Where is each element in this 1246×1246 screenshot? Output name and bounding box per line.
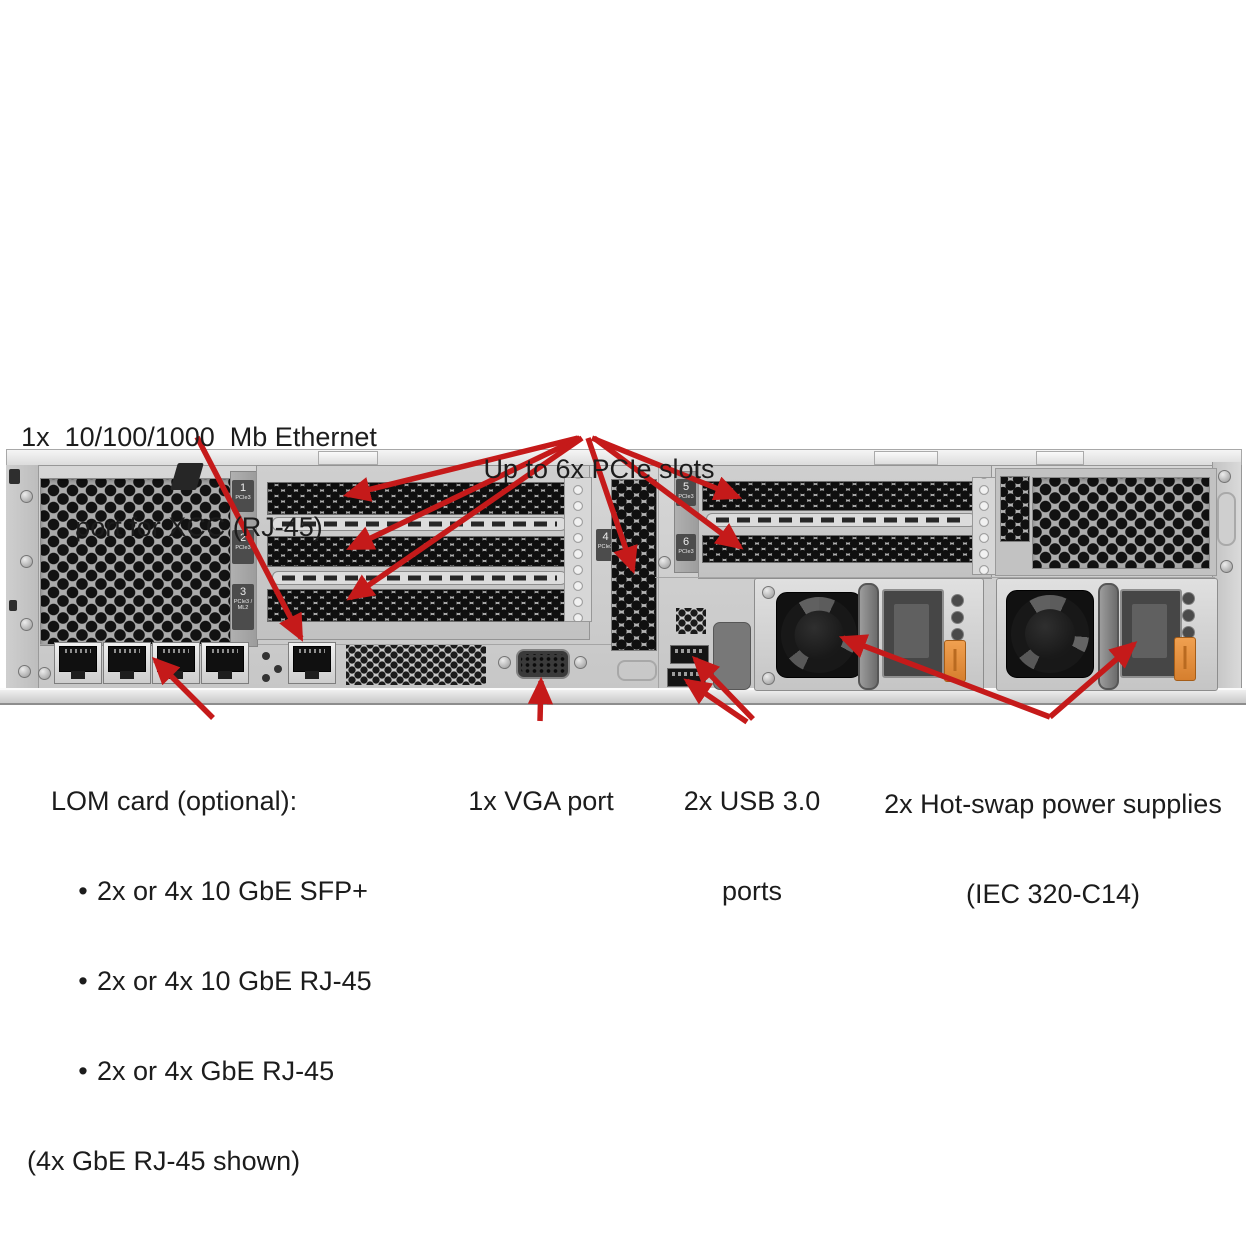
indicator-dot: [274, 665, 282, 673]
rj45-cavity: [206, 646, 244, 679]
cable-retainer: [713, 622, 751, 690]
vent-dot-cluster: [676, 608, 706, 634]
psu2-led: [1182, 609, 1195, 622]
panel-seam: [40, 644, 655, 645]
rj45-cavity: [59, 646, 97, 679]
callout-pcie-text: Up to 6x PCIe slots: [483, 454, 715, 484]
pcie-slot5-opening: [702, 481, 980, 511]
callout-usb-label: 2x USB 3.0 ports: [652, 726, 852, 966]
vent-dot-cluster: [346, 645, 486, 685]
lom-rj45-port-1: [54, 642, 102, 684]
psu1-fan: [776, 592, 862, 678]
rail-nub: [9, 600, 17, 611]
lom-rj45-port-3: [152, 642, 200, 684]
psu2-led: [1182, 592, 1195, 605]
lom-item: • 2x or 4x 10 GbE RJ-45: [27, 966, 427, 996]
usb3-port-1: [670, 645, 709, 664]
riser2-bracket: [972, 477, 996, 575]
rj45-cavity: [108, 646, 146, 679]
lom-item-text: 2x or 4x 10 GbE SFP+: [97, 876, 368, 906]
right-vent-grille: [1032, 477, 1210, 569]
screw: [498, 656, 511, 669]
callout-pcie-label: Up to 6x PCIe slots: [449, 394, 749, 544]
rj45-cavity: [157, 646, 195, 679]
callout-vga-label: 1x VGA port: [421, 726, 661, 876]
usb3-port-2: [667, 668, 706, 687]
callout-ethernet-line1: 1x 10/100/1000 Mb Ethernet: [21, 422, 377, 452]
callout-ethernet-label: 1x 10/100/1000 Mb Ethernet port for XCC …: [10, 362, 388, 602]
lom-rj45-port-4: [201, 642, 249, 684]
rail-nub: [9, 469, 20, 484]
lom-heading: LOM card (optional):: [51, 786, 298, 816]
indicator-dot: [262, 652, 270, 660]
callout-usb-line1: 2x USB 3.0: [683, 786, 821, 816]
screw: [762, 586, 775, 599]
indicator-dot: [262, 674, 270, 682]
callout-psu-line1: 2x Hot-swap power supplies: [884, 789, 1222, 819]
bullet-glyph: •: [78, 966, 88, 996]
screw: [38, 667, 51, 680]
screw: [574, 656, 587, 669]
slot-bus: PCIe3: [678, 549, 694, 555]
screw: [20, 618, 33, 631]
screw: [18, 665, 31, 678]
pull-handle: [617, 660, 657, 681]
lom-item: • 2x or 4x GbE RJ-45: [27, 1056, 427, 1086]
screw: [1218, 470, 1231, 483]
psu1-led: [951, 611, 964, 624]
psu2-fan: [1006, 590, 1094, 678]
chassis-top-tab: [874, 451, 938, 465]
screw: [1220, 560, 1233, 573]
callout-psu-line2: (IEC 320-C14): [965, 879, 1141, 909]
lom-item: • 2x or 4x 10 GbE SFP+: [27, 876, 427, 906]
psu1-release-latch: [944, 640, 966, 682]
chassis-top-tab: [1036, 451, 1084, 465]
rj45-cavity: [293, 646, 331, 679]
screw: [20, 555, 33, 568]
psu2-iec-inlet: [1120, 589, 1182, 678]
callout-lom-label: LOM card (optional): • 2x or 4x 10 GbE SF…: [27, 726, 427, 1236]
psu1-iec-inlet: [882, 589, 944, 678]
callout-vga-text: 1x VGA port: [468, 786, 614, 816]
vga-port: [516, 649, 570, 679]
bullet-glyph: •: [78, 876, 88, 906]
bullet-glyph: •: [78, 1056, 88, 1086]
right-vent-column: [1000, 476, 1030, 542]
callout-psu-label: 2x Hot-swap power supplies (IEC 320-C14): [858, 729, 1246, 969]
psu-shelf-edge: [655, 577, 1215, 578]
pcie-slot6-opening: [702, 535, 980, 563]
lom-rj45-port-2: [103, 642, 151, 684]
callout-usb-line2: ports: [721, 876, 783, 906]
lom-item-text: 2x or 4x GbE RJ-45: [97, 1056, 335, 1086]
screw: [658, 556, 671, 569]
psu2-release-latch: [1174, 637, 1196, 681]
psu2-handle: [1098, 583, 1119, 690]
xcc-ethernet-port: [288, 642, 336, 684]
lom-item-text: 2x or 4x 10 GbE RJ-45: [97, 966, 372, 996]
rail-latch: [1217, 492, 1236, 546]
lom-footer: (4x GbE RJ-45 shown): [27, 1146, 301, 1176]
screw: [20, 490, 33, 503]
callout-ethernet-line2: port for XCC (RJ-45): [75, 512, 323, 542]
screw: [762, 672, 775, 685]
psu1-handle: [858, 583, 879, 690]
psu1-led: [951, 594, 964, 607]
